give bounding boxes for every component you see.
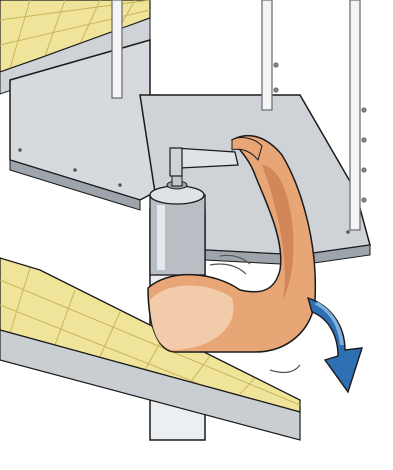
rotation-arrow-icon <box>308 298 362 392</box>
